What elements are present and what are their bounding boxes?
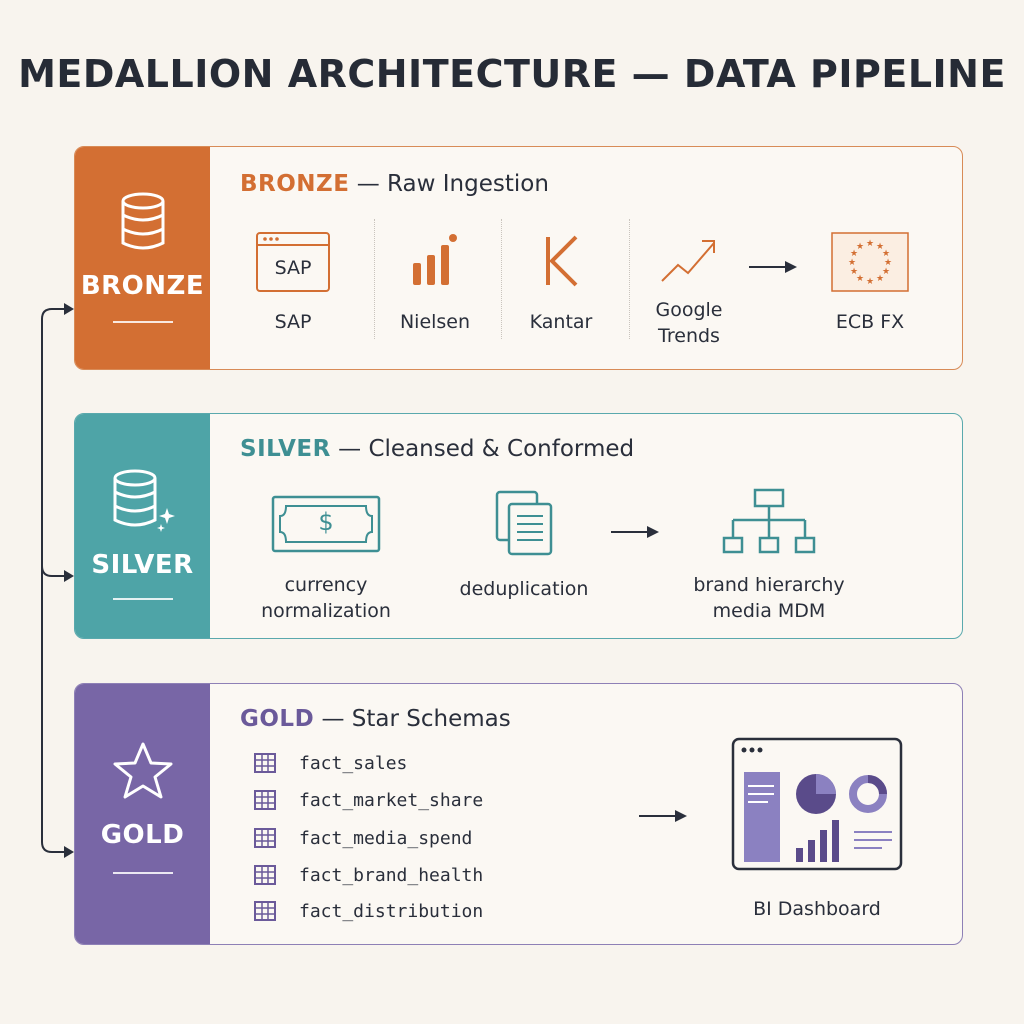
table-row: fact_sales — [253, 752, 407, 774]
gold-side-label: GOLD — [100, 820, 185, 850]
silver-tier-label: SILVER — [240, 436, 331, 462]
table-name: fact_brand_health — [299, 864, 484, 886]
source-kantar: Kantar — [511, 231, 611, 335]
bar-chart-icon — [413, 234, 457, 285]
gold-layer: GOLD GOLD — Star Schemas fact_sales fact… — [74, 683, 963, 945]
gold-heading: GOLD — Star Schemas — [240, 706, 511, 732]
trend-arrow-icon — [661, 240, 715, 282]
sap-window-icon — [256, 232, 330, 292]
arrowhead-bronze — [64, 303, 74, 315]
silver-heading: SILVER — Cleansed & Conformed — [240, 436, 634, 462]
source-google-trends-label-2: Trends — [658, 325, 720, 347]
banknote-icon — [271, 495, 381, 553]
dashboard-icon — [731, 737, 903, 871]
duplicate-docs-icon — [495, 490, 553, 556]
svg-text:★: ★ — [882, 267, 890, 277]
sap-icon-text: SAP — [274, 257, 312, 279]
silver-side-rule — [113, 598, 173, 600]
layer-connector — [41, 303, 74, 858]
svg-text:★: ★ — [876, 242, 884, 252]
bronze-tier-label: BRONZE — [240, 171, 350, 197]
svg-text:★: ★ — [882, 249, 890, 259]
source-sap-label: SAP — [274, 311, 312, 333]
table-row: fact_brand_health — [253, 864, 483, 886]
source-google-trends: Google Trends — [643, 231, 735, 349]
table-name: fact_market_share — [299, 789, 484, 811]
table-icon — [254, 901, 276, 921]
svg-text:★: ★ — [850, 267, 858, 277]
target-brand-hierarchy-label-2: media MDM — [712, 600, 826, 622]
bronze-heading: BRONZE — Raw Ingestion — [240, 171, 549, 197]
source-divider — [374, 219, 375, 339]
bronze-layer: BRONZE BRONZE — Raw Ingestion SAP SAP Ni… — [74, 146, 963, 370]
banknote-symbol: $ — [318, 508, 334, 536]
bronze-side-rule — [113, 321, 173, 323]
svg-text:★: ★ — [866, 277, 874, 287]
svg-text:★: ★ — [848, 258, 856, 268]
table-icon — [254, 828, 276, 848]
arrow-right-icon — [639, 810, 687, 822]
target-bi-dashboard: BI Dashboard — [727, 736, 907, 922]
svg-text:★: ★ — [850, 249, 858, 259]
svg-text:★: ★ — [866, 239, 874, 249]
source-google-trends-label-1: Google — [655, 299, 723, 321]
silver-side-label: SILVER — [91, 550, 194, 580]
silver-side-panel: SILVER — [75, 414, 210, 638]
table-name: fact_media_spend — [299, 827, 473, 849]
step-currency-label-1: currency — [284, 574, 368, 596]
step-currency-normalization: $ currency normalization — [251, 494, 401, 624]
step-currency-label-2: normalization — [261, 600, 391, 622]
hierarchy-icon — [722, 488, 816, 554]
table-icon — [254, 753, 276, 773]
gold-side-panel: GOLD — [75, 684, 210, 944]
svg-text:★: ★ — [856, 274, 864, 284]
eu-flag-icon: ★★★ ★★★ ★★★ ★★★ — [831, 232, 909, 292]
table-icon — [254, 865, 276, 885]
svg-text:★: ★ — [876, 274, 884, 284]
table-row: fact_market_share — [253, 789, 483, 811]
table-row: fact_distribution — [253, 900, 483, 922]
kantar-k-icon — [546, 235, 578, 287]
bronze-heading-text: — Raw Ingestion — [349, 171, 549, 197]
source-kantar-label: Kantar — [529, 311, 593, 333]
database-icon — [75, 191, 210, 253]
gold-tier-label: GOLD — [240, 706, 315, 732]
page-title: MEDALLION ARCHITECTURE — DATA PIPELINE — [18, 52, 1006, 96]
bronze-side-panel: BRONZE — [75, 147, 210, 369]
target-ecb-fx-label: ECB FX — [835, 311, 905, 333]
source-nielsen: Nielsen — [385, 231, 485, 335]
table-name: fact_sales — [299, 752, 408, 774]
silver-heading-text: — Cleansed & Conformed — [330, 436, 635, 462]
arrow-right-icon — [611, 526, 659, 538]
table-row: fact_media_spend — [253, 827, 472, 849]
source-divider — [501, 219, 502, 339]
svg-text:★: ★ — [856, 242, 864, 252]
silver-layer: SILVER SILVER — Cleansed & Conformed $ c… — [74, 413, 963, 639]
target-brand-hierarchy: brand hierarchy media MDM — [681, 488, 857, 624]
target-ecb-fx: ★★★ ★★★ ★★★ ★★★ ECB FX — [827, 231, 913, 335]
arrow-right-icon — [749, 261, 797, 273]
gold-side-rule — [113, 872, 173, 874]
target-bi-dashboard-label: BI Dashboard — [753, 898, 881, 920]
arrowhead-gold — [64, 846, 74, 858]
step-deduplication: deduplication — [439, 488, 609, 602]
table-icon — [254, 790, 276, 810]
gold-heading-text: — Star Schemas — [314, 706, 511, 732]
target-brand-hierarchy-label-1: brand hierarchy — [693, 574, 845, 596]
arrowhead-silver — [64, 570, 74, 582]
step-deduplication-label: deduplication — [459, 578, 589, 600]
bronze-side-label: BRONZE — [80, 271, 205, 301]
source-nielsen-label: Nielsen — [399, 311, 471, 333]
star-icon — [75, 740, 210, 802]
source-divider — [629, 219, 630, 339]
svg-text:★: ★ — [884, 258, 892, 268]
source-sap: SAP SAP — [253, 231, 333, 335]
table-name: fact_distribution — [299, 900, 484, 922]
database-sparkle-icon — [75, 468, 210, 534]
